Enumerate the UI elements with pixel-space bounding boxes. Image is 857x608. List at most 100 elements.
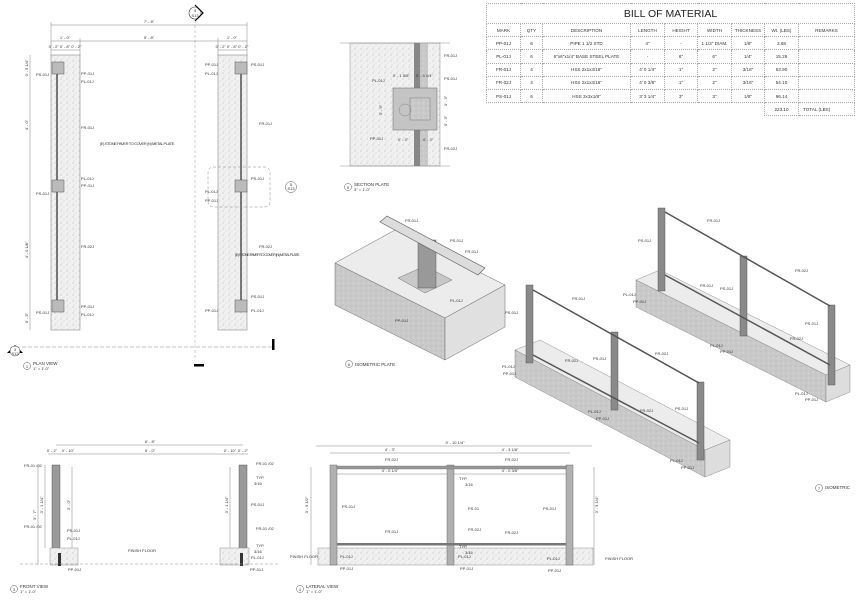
drawing-label: PL-01J — [205, 71, 218, 76]
drawing-label: FR-02J — [655, 351, 668, 356]
drawing-label: FR-02J — [259, 244, 272, 249]
drawing-label: 3' - 0" — [66, 499, 71, 510]
drawing-label: PL-01J — [251, 555, 264, 560]
bom-cell-qty: 4 — [520, 62, 543, 77]
drawing-label: FR-02J — [505, 530, 518, 535]
drawing-label: PL-01J — [81, 79, 94, 84]
drawing-label: FR-02J — [505, 457, 518, 462]
bom-cell-mark: PP-01J — [486, 36, 521, 51]
drawing-label: 0' - 3" — [443, 95, 448, 106]
plan-note: (E) STONE PAVER TO COVER (N) METAL PLATE… — [100, 141, 175, 146]
drawing-label: 6' - 8" — [145, 439, 156, 444]
view-title-section: 5 SECTION PLATE 3" = 1'-0" — [344, 182, 389, 192]
section-mark-detail[interactable]: 5 S13 — [285, 181, 297, 193]
drawing-label: 0' - 4 1/4" — [416, 73, 433, 78]
drawing-label: 3' - 3 1/4" — [594, 496, 599, 513]
bom-cell-desc: PIPE 1 1/2 STD — [542, 36, 631, 51]
bom-cell-remarks — [798, 49, 855, 64]
drawing-label: FR-01 /02 — [24, 463, 43, 468]
drawing-label: PS-01J — [805, 321, 818, 326]
drawing-label: 4 — [194, 8, 197, 13]
bom-cell-remarks — [798, 62, 855, 77]
drawing-label: 5 — [290, 182, 293, 187]
drawing-label: PP-01J — [68, 567, 81, 572]
drawing-label: 4 — [299, 587, 302, 592]
drawing-label: 0' - 10" — [62, 448, 75, 453]
view-title-front: 3 FRONT VIEW 1" = 1'-0" — [10, 584, 49, 594]
drawing-label: PS-01J — [505, 310, 518, 315]
bom-cell-thickness: 1/8" — [731, 88, 765, 104]
total-label: TOTAL (LBS) — [798, 102, 855, 117]
bom-cell-height: 3" — [664, 88, 698, 104]
drawing-label: 3/16 — [465, 550, 474, 555]
drawing-label: FR-01J — [81, 125, 94, 130]
drawing-label: FR-01 /02 — [256, 526, 275, 531]
drawing-label: FR-02J — [790, 336, 803, 341]
drawing-label: PS-01J — [342, 504, 355, 509]
drawing-label: 0' - 2" — [47, 448, 58, 453]
drawing-label: PL-01J — [670, 458, 683, 463]
drawing-label: 4' - 0 1/4" — [382, 468, 399, 473]
drawing-label: PP-01J — [81, 183, 94, 188]
bom-cell-mark: PS-01J — [486, 88, 521, 104]
bom-cell-thickness: 1/4" — [731, 49, 765, 64]
drawing-label: 1' - 0" — [227, 35, 238, 40]
bom-cell-thickness: 3/16" — [731, 75, 765, 90]
drawing-label: S13 — [11, 351, 19, 356]
drawing-label: 4' - 3 1/8" — [502, 447, 519, 452]
drawing-label: PS-01J — [593, 356, 606, 361]
drawing-label: PS-01J — [36, 191, 49, 196]
bom-cell-desc: HSS 3x3x1/8" — [542, 88, 631, 104]
drawing-label: TYP. — [256, 475, 264, 480]
drawing-label: LATERAL VIEW — [306, 584, 339, 589]
drawing-label: PS-01J — [36, 72, 49, 77]
drawing-label: PS-01J — [638, 238, 651, 243]
drawing-label: 1" = 1'-0" — [20, 589, 37, 594]
drawing-label: 3 — [13, 587, 16, 592]
drawing-label: PS-01J — [675, 406, 688, 411]
bom-cell-width: 2" — [697, 75, 732, 90]
bom-cell-width: 6" — [697, 49, 732, 64]
paver-strip-right — [217, 54, 248, 331]
drawing-label: PS-01J — [543, 506, 556, 511]
drawing-label: 1" = 1'-0" — [306, 589, 323, 594]
drawing-label: PL-01J — [710, 343, 723, 348]
drawing-label: 7 — [818, 486, 821, 491]
drawing-label: TYP. — [459, 476, 467, 481]
drawing-label: 3" = 1'-0" — [354, 187, 371, 192]
drawing-label: 0' - 3" — [398, 137, 409, 142]
bom-cell-remarks — [798, 88, 855, 104]
bom-total-row: 223.10 TOTAL (LBS) — [487, 102, 855, 117]
bom-cell-height: 1" — [664, 62, 698, 77]
drawing-label: 1' - 0" — [60, 35, 71, 40]
drawing-label: FR-02J — [565, 358, 578, 363]
drawing-label: FR-02J — [640, 408, 653, 413]
drawing-label: PS-01J — [720, 286, 733, 291]
drawing-label: 0' - 6" — [378, 104, 383, 115]
drawing-label: ISOMETRIC PLATE — [355, 362, 395, 367]
drawing-label: S13 — [191, 13, 199, 18]
bom-cell-qty: 6 — [520, 49, 543, 64]
detail-callout[interactable] — [207, 166, 271, 208]
bom-cell-height: 1" — [664, 75, 698, 90]
drawing-label: 5 — [347, 185, 350, 190]
drawing-label: PL-01J — [81, 312, 94, 317]
drawing-label: 0' - 2" 0' - 8" 0' - 2" — [49, 44, 82, 49]
drawing-label: FR-01J — [707, 218, 720, 223]
drawing-label: PP-01J — [596, 416, 609, 421]
section-mark-left[interactable]: 3 S13 — [7, 345, 23, 357]
drawing-label: 1" = 1'-0" — [33, 366, 50, 371]
drawing-label: 0' - 5 1/4" — [24, 59, 29, 76]
drawing-label: 3/16 — [254, 549, 263, 554]
drawing-label: 3' - 7" — [32, 509, 37, 520]
drawing-label: FR-02J — [81, 244, 94, 249]
drawing-label: PP-01J — [370, 136, 383, 141]
section-mark-top[interactable]: 4 S13 — [188, 4, 204, 22]
drawing-label: PP-01J — [460, 566, 473, 571]
